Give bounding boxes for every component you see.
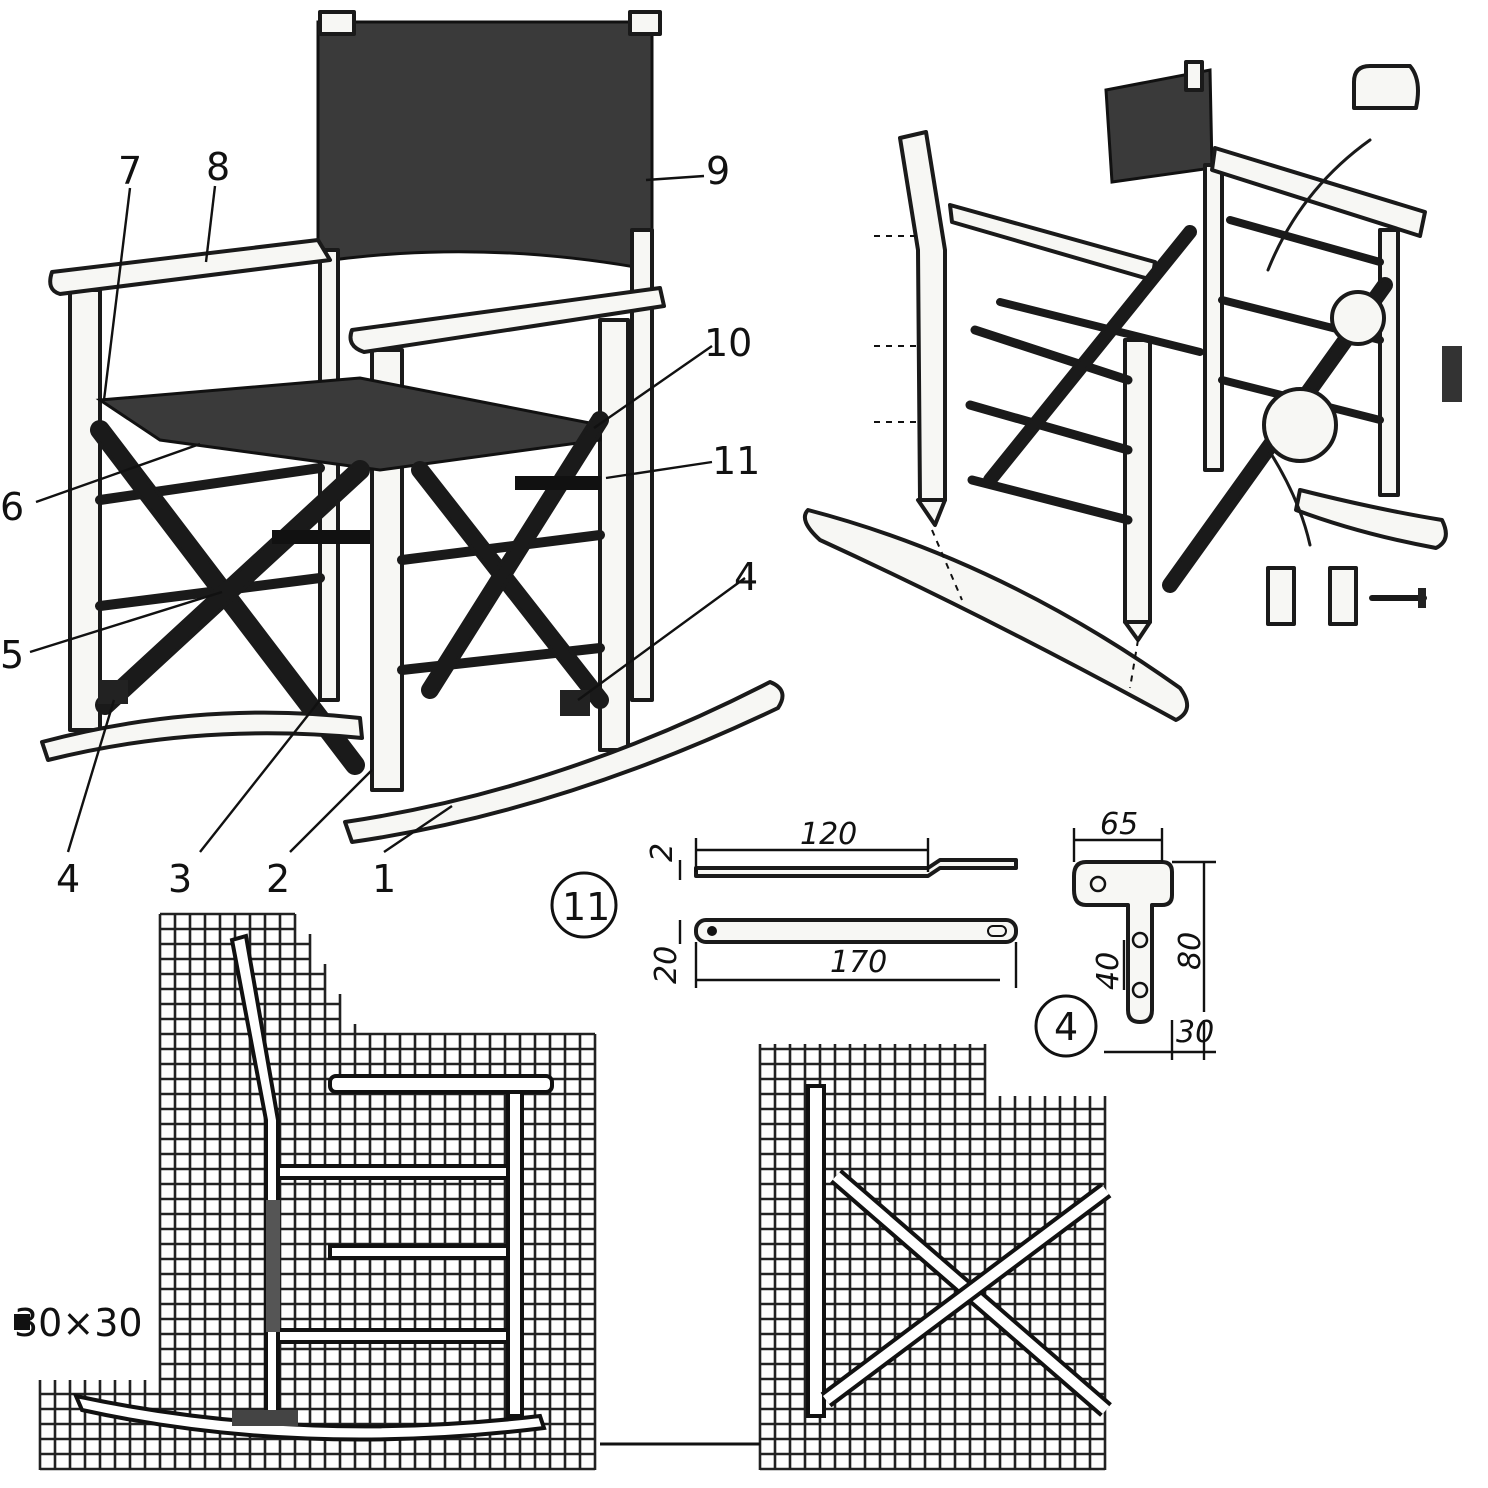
pattern-grid-left (38, 912, 597, 1471)
callout-circle-4 (1034, 994, 1098, 1058)
grid-scale-swatch (14, 1314, 30, 1330)
svg-text:11: 11 (562, 885, 610, 929)
back-post-cap-right (628, 10, 662, 36)
profile-section-icon (1352, 64, 1420, 110)
back-post-right (630, 228, 654, 702)
callout-2: 2 (266, 857, 290, 901)
callout-9: 9 (706, 149, 730, 193)
pattern-armrest (328, 1074, 554, 1094)
svg-text:4: 4 (1054, 1005, 1078, 1049)
pattern-rail-3 (276, 1328, 510, 1344)
callout-10: 10 (704, 321, 752, 365)
callout-5: 5 (0, 633, 24, 677)
bracket-plate (1072, 860, 1174, 1024)
backrest-fabric (316, 20, 654, 272)
pattern-grid-right (600, 1044, 1112, 1471)
callout-8: 8 (206, 145, 230, 189)
exploded-rear-post (1203, 163, 1224, 472)
exploded-chair-view (803, 60, 1462, 722)
callout-circle-11 (550, 871, 618, 939)
strap-top-view (694, 918, 1018, 944)
exploded-rear-leg (1378, 228, 1400, 497)
side-rail-left-lower (95, 573, 325, 611)
rocker-right (343, 680, 785, 844)
bolt-side-icon (1442, 346, 1462, 402)
dim-bracket-bottom: 30 (1176, 1015, 1214, 1050)
dim-bracket-width: 65 (1100, 807, 1138, 842)
pattern-side-post (806, 1084, 826, 1418)
callout-7: 7 (118, 149, 142, 193)
callout-11: 11 (712, 439, 760, 483)
exploded-armrest-left (948, 203, 1157, 282)
exploded-rocker-front (803, 508, 1189, 722)
strap-11 (515, 476, 601, 490)
callout-3: 3 (168, 857, 192, 901)
grid-scale-note: 30×30 (14, 1301, 143, 1345)
pattern-rail-1 (276, 1164, 510, 1180)
front-leg-left (68, 288, 102, 732)
pattern-front-post (506, 1084, 524, 1418)
assembled-chair-view: 7 8 9 10 11 4 6 5 4 3 2 1 (0, 10, 785, 901)
detail-11-strap: 120 170 2 20 11 (550, 817, 1018, 988)
exploded-back-post (898, 130, 947, 502)
dim-strap-thickness: 2 (645, 843, 680, 862)
dim-bracket-height: 80 (1173, 932, 1208, 970)
callout-4-left: 4 (56, 857, 80, 901)
exploded-rocker-rear (1294, 488, 1448, 550)
back-post-left (318, 248, 340, 702)
seat-fabric (95, 376, 602, 472)
dim-bracket-hole-spacing: 40 (1091, 952, 1126, 990)
callout-1: 1 (372, 857, 396, 901)
pivot-detail-circle (1262, 387, 1338, 463)
detail-4-bracket: 65 80 40 30 4 (1034, 807, 1216, 1060)
pattern-rocker (72, 1393, 547, 1442)
pattern-back-post (229, 933, 280, 1418)
callout-4-right: 4 (734, 555, 758, 599)
dim-strap-total-length: 170 (830, 945, 887, 980)
rocker-left (40, 710, 364, 762)
callout-6: 6 (0, 485, 24, 529)
dim-strap-bend-length: 120 (800, 817, 857, 852)
dim-strap-width: 20 (649, 946, 684, 984)
armrest-right (348, 286, 666, 354)
exploded-armrest-right (1210, 146, 1427, 238)
back-post-cap-left (318, 10, 356, 36)
pivot-strap (272, 530, 370, 544)
armrest-left (48, 238, 332, 296)
side-rail-right-upper (397, 530, 605, 565)
pattern-rail-2 (328, 1244, 510, 1260)
strap-side-view (694, 858, 1018, 878)
